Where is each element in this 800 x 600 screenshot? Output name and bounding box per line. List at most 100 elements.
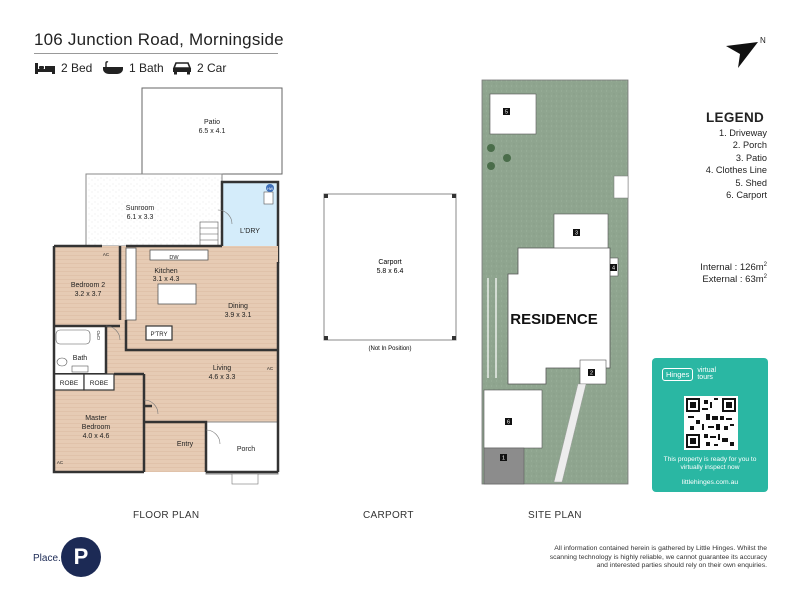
bath-count: 1 Bath (102, 61, 164, 75)
virtual-tour-message: This property is ready for you to virtua… (663, 456, 757, 471)
virtual-tour-brand: Hinges virtual tours (662, 367, 716, 381)
virtual-tour-link[interactable]: littlehinges.com.au (681, 479, 739, 486)
virtual-tour-card[interactable]: Hinges virtual tours This property is (652, 358, 768, 492)
car-count: 2 Car (172, 61, 226, 75)
external-area-label: External : 63m (702, 274, 764, 286)
site-marker-1: 1 (502, 456, 505, 462)
site-marker-4: 4 (612, 266, 615, 272)
agency-name: Place. (33, 553, 61, 564)
porch-outline (579, 359, 607, 385)
legend-item: 6. Carport (726, 190, 767, 201)
walkway (553, 383, 587, 483)
virtual-tours-tag: virtual tours (697, 367, 716, 381)
qr-code-icon[interactable] (684, 396, 738, 450)
tours-tag: tours (697, 374, 713, 381)
pantry (145, 325, 173, 341)
kitchen-label: Kitchen (154, 268, 177, 275)
robe-1-label: ROBE (60, 380, 79, 387)
bed-count-label: 2 Bed (61, 61, 93, 75)
virtual-tag: virtual (697, 367, 717, 374)
bed-icon (34, 61, 56, 75)
internal-area: Internal : 126m2 (700, 262, 767, 273)
porch-label: Porch (237, 446, 255, 453)
legend-item: 1. Driveway (719, 128, 767, 138)
kitchen-bench (125, 247, 137, 321)
area-unit-superscript: 2 (763, 274, 767, 280)
residence-label: RESIDENCE (510, 311, 598, 328)
bedroom-2-label: Bedroom 2 (71, 282, 105, 289)
door-swing (143, 399, 159, 415)
hot-water-unit (266, 184, 274, 192)
external-area: External : 63m2 (702, 274, 767, 285)
patio-dims: 6.5 x 4.1 (199, 128, 226, 135)
door-swing (217, 209, 233, 225)
carport-posts (324, 194, 456, 340)
internal-area-label: Internal : 126m (700, 262, 764, 274)
pantry-label: P'TRY (150, 332, 167, 338)
floor-plan-walls (52, 244, 280, 474)
tree-icon (503, 154, 511, 162)
tree-icon (487, 144, 495, 152)
bath-label: Bath (73, 355, 88, 362)
robe-2-label: ROBE (90, 380, 109, 387)
legend-item: 3. Patio (735, 152, 767, 163)
ac-label-1: AC (103, 252, 110, 257)
north-arrow-icon (724, 38, 760, 75)
car-count-label: 2 Car (197, 61, 227, 75)
carport-plan-label: CARPORT (363, 510, 414, 521)
site-marker-3: 3 (575, 231, 578, 237)
kitchen-island (157, 283, 197, 305)
vanity (71, 365, 89, 373)
legend-item: 4. Clothes Line (705, 165, 767, 176)
laundry-sink (263, 191, 274, 205)
robe-2 (83, 373, 115, 391)
bathtub (55, 329, 91, 345)
door-swing (105, 325, 121, 341)
shed-outline (489, 93, 537, 135)
bedroom-2-dims: 3.2 x 3.7 (75, 291, 102, 298)
north-label: N (760, 36, 766, 45)
porch-stairs (231, 473, 259, 485)
floor-plan: Patio 6.5 x 4.1 Sunroom 6.1 x 3.3 L'DRY … (52, 87, 283, 485)
patio-label: Patio (204, 119, 220, 126)
entry-label: Entry (177, 441, 194, 448)
hot-water-label: HW (267, 187, 274, 191)
carport-plan: Carport 5.8 x 6.4 (Not In Position) (323, 193, 457, 352)
hinges-logo: Hinges (662, 367, 694, 381)
kitchen-dims: 3.1 x 4.3 (153, 276, 180, 283)
property-address: 106 Junction Road, Morningside (34, 30, 284, 49)
site-marker-5: 5 (505, 110, 508, 116)
sunroom-label: Sunroom (126, 205, 155, 212)
driveway (483, 447, 525, 485)
carport-site-outline (483, 389, 543, 449)
site-feature (613, 175, 629, 199)
carport-dims: 5.8 x 6.4 (377, 268, 404, 275)
ac-label-3: AC (57, 460, 64, 465)
site-plan: RESIDENCE 5 3 4 2 6 1 (481, 79, 629, 485)
site-plan-label: SITE PLAN (528, 510, 582, 521)
residence-footprint (507, 247, 611, 385)
toilet (56, 357, 68, 367)
site-marker-6: 6 (507, 420, 510, 426)
disclaimer-text: All information contained herein is gath… (549, 545, 767, 570)
living-dims: 4.6 x 3.3 (209, 374, 236, 381)
legend-title: LEGEND (706, 110, 765, 125)
sunroom-area (85, 173, 223, 247)
internal-stairs (199, 221, 219, 247)
header-divider (34, 53, 278, 54)
bed-count: 2 Bed (34, 61, 92, 75)
kitchen-benchtop (149, 249, 209, 261)
patio-area (141, 87, 283, 175)
dining-label: Dining (228, 303, 248, 310)
master-label: Master (85, 415, 107, 422)
living-label: Living (213, 365, 231, 372)
carport-outline (323, 193, 457, 341)
car-icon (172, 61, 192, 75)
cupboard-label: CPD (96, 330, 101, 340)
dishwasher-label: DW (169, 255, 179, 261)
sunroom-dims: 6.1 x 3.3 (127, 214, 154, 221)
site-path (487, 278, 497, 378)
carport-note: (Not In Position) (368, 346, 411, 352)
door-swing (205, 429, 221, 445)
legend-list: 1. Driveway 2. Porch 3. Patio 4. Clothes… (706, 127, 767, 201)
